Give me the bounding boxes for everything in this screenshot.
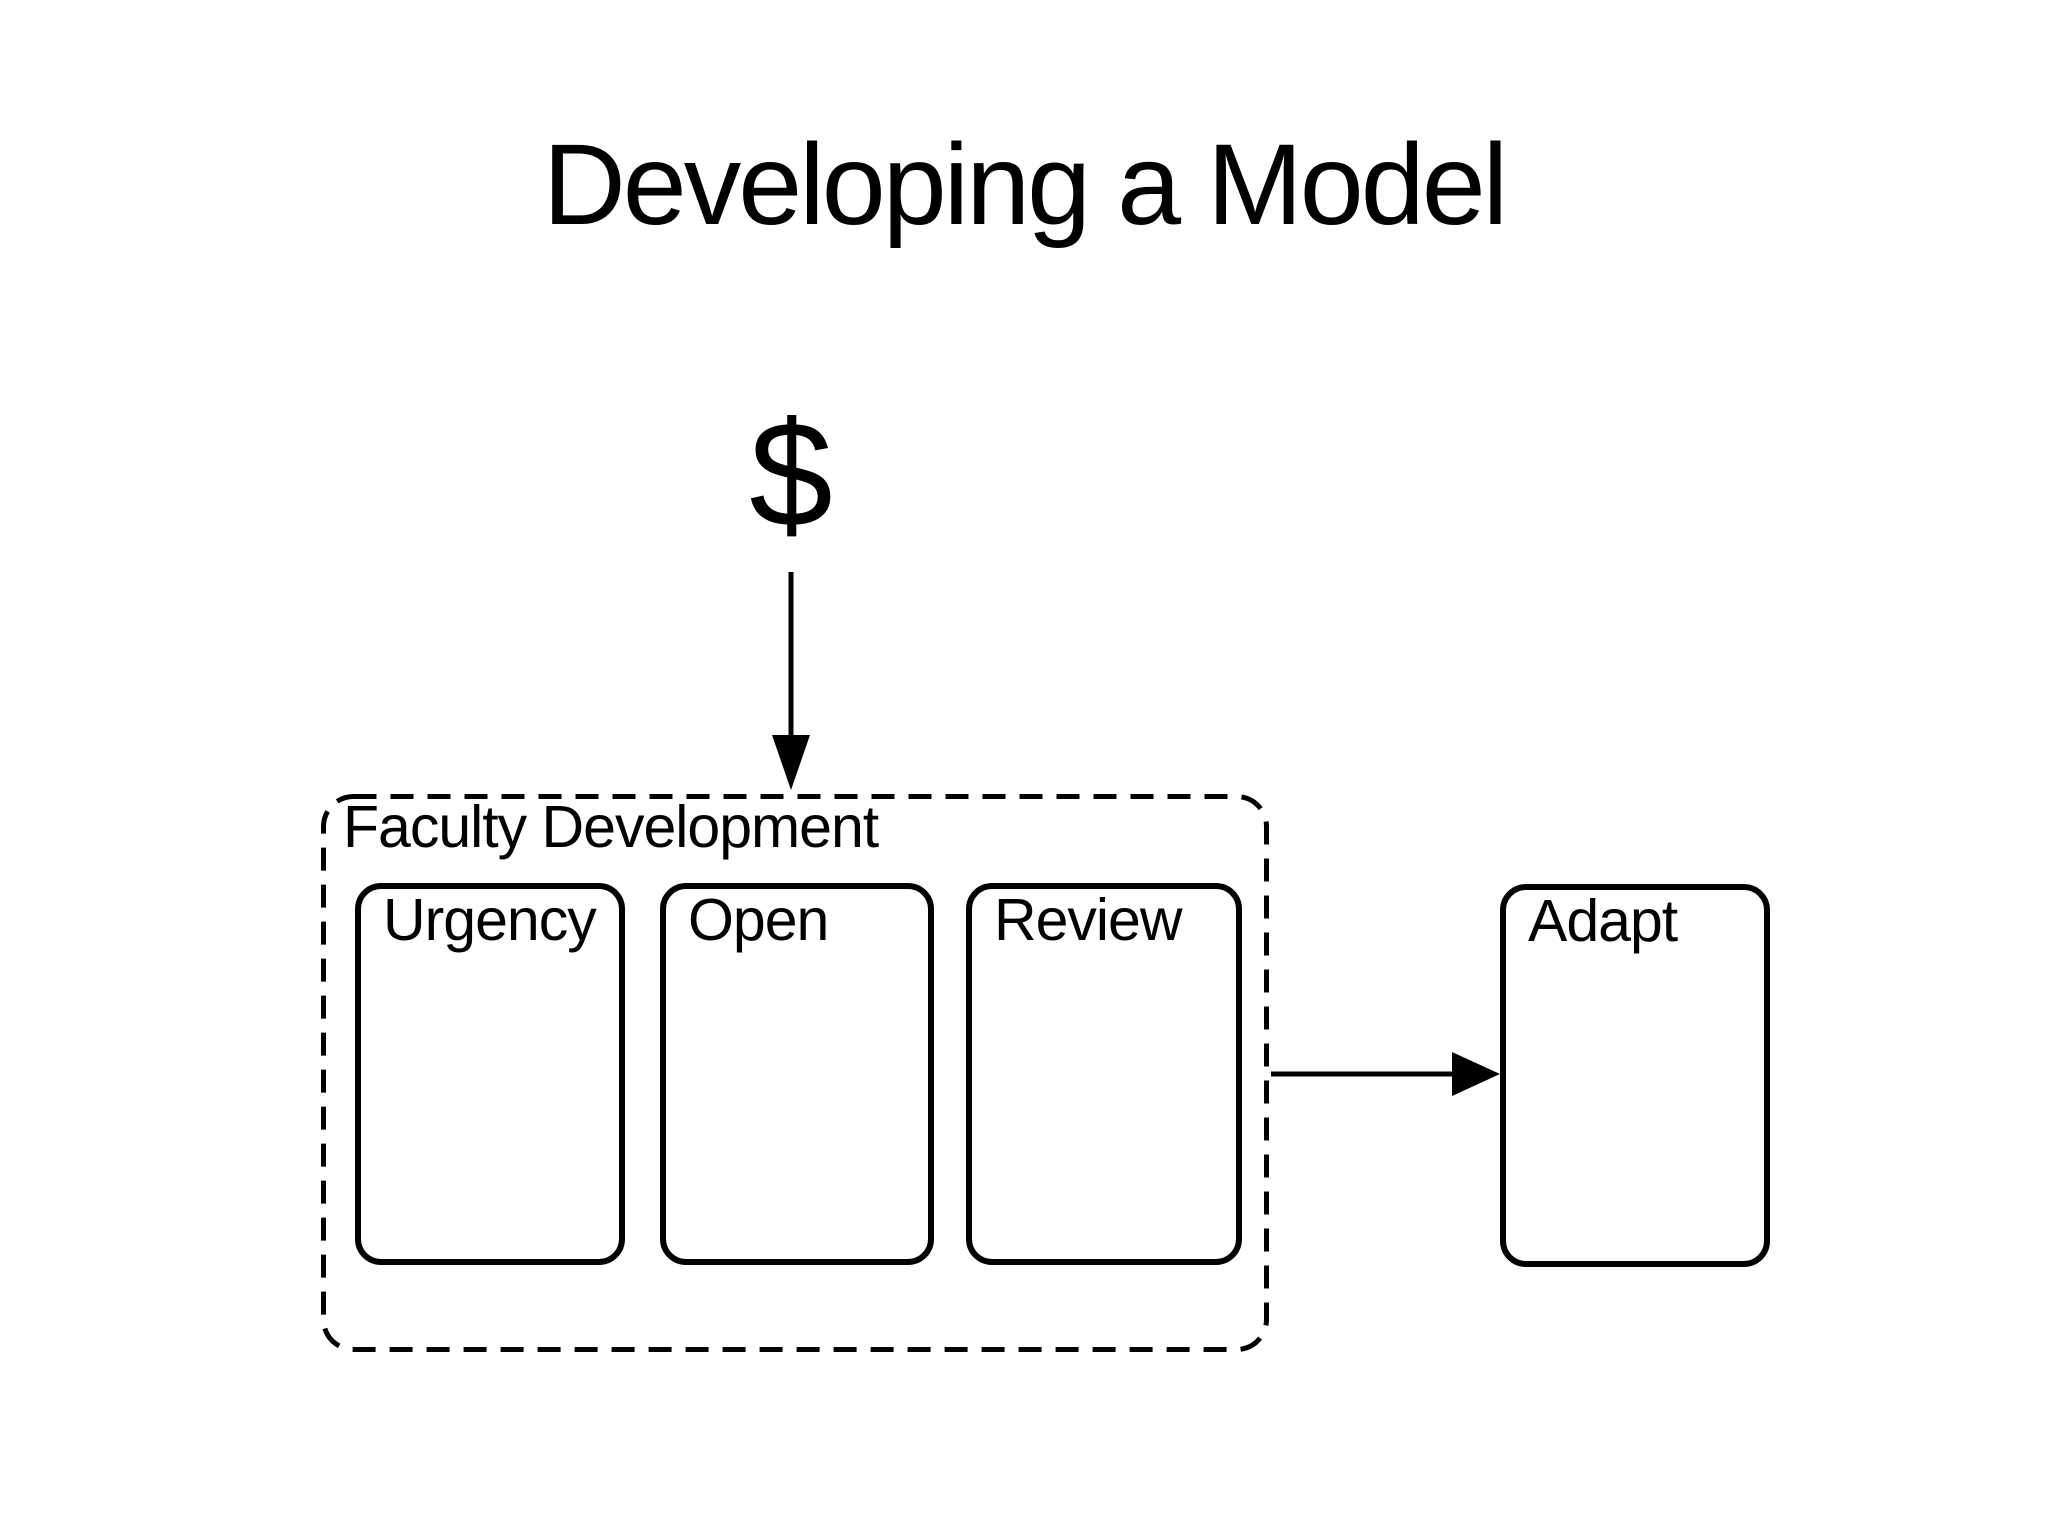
faculty-development-group: Faculty Development Urgency Open Review xyxy=(321,794,1269,1352)
dollar-sign: $ xyxy=(749,390,833,558)
result-box-adapt: Adapt xyxy=(1500,884,1770,1267)
step-box-open: Open xyxy=(660,883,934,1265)
group-label: Faculty Development xyxy=(343,794,879,860)
dashed-border xyxy=(321,794,1269,1352)
step-label: Open xyxy=(688,887,829,953)
step-label: Urgency xyxy=(383,887,597,953)
result-label: Adapt xyxy=(1528,888,1678,954)
step-label: Review xyxy=(994,887,1182,953)
step-box-review: Review xyxy=(966,883,1242,1265)
step-box-urgency: Urgency xyxy=(355,883,625,1265)
right-arrow-icon xyxy=(1271,1052,1500,1096)
slide-title: Developing a Model xyxy=(542,121,1508,249)
down-arrow-icon xyxy=(772,572,810,790)
